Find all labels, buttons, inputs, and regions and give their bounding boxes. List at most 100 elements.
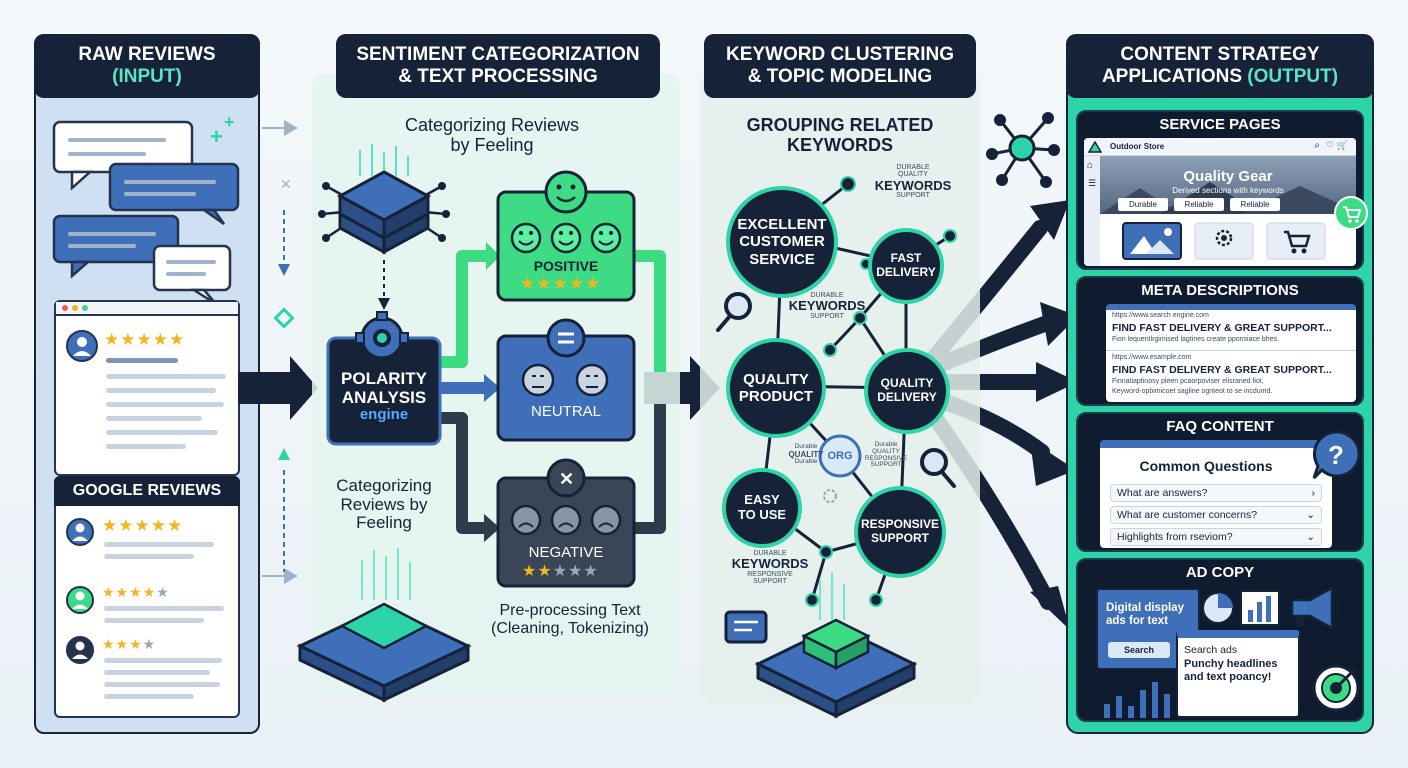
punchy-headline: Punchy headlines and text poancy! xyxy=(1184,658,1278,683)
faq-item-3[interactable]: Highlights from rseviom?⌄ xyxy=(1110,528,1322,546)
happy-faces-icon xyxy=(510,222,622,254)
keyword-cloud-org: Durable QUALITY Durable xyxy=(788,443,824,466)
meta-headline-1[interactable]: FIND FAST DELIVERY & GREAT SUPPORT... xyxy=(1112,322,1332,334)
document-icon xyxy=(724,610,768,644)
search-icon: ⌕ xyxy=(1314,140,1320,151)
ad-display-text: Digital display ads for text xyxy=(1106,602,1184,628)
hero-title: Quality Gear xyxy=(1183,168,1273,185)
svg-text:+: + xyxy=(210,124,223,149)
svg-text:✕: ✕ xyxy=(559,469,574,489)
faq-content-section: FAQ CONTENT Common Questions What are an… xyxy=(1076,412,1364,552)
gear-icon xyxy=(1194,222,1254,260)
meta-desc-2a: Finnatiaptinosy pleen pcaorpoviser elisr… xyxy=(1112,378,1264,385)
negative-stars: ★★★★★ xyxy=(522,563,599,580)
meta-descriptions-label: META DESCRIPTIONS xyxy=(1141,282,1299,299)
home-icon[interactable]: ⌂ xyxy=(1087,160,1094,171)
target-icon xyxy=(1312,664,1360,712)
megaphone-icon xyxy=(1290,586,1340,630)
google-reviews-label: GOOGLE REVIEWS xyxy=(54,476,240,506)
hero-subtitle: Derived sections with keywords xyxy=(1172,186,1284,195)
sentiment-title: SENTIMENT CATEGORIZATION xyxy=(356,44,640,66)
service-pages-section: SERVICE PAGES Outdoor Store ⌕ ♡ 🛒 ⌂ ☰ Qu… xyxy=(1076,110,1368,270)
bar-chart-icon xyxy=(1240,590,1280,626)
tag-durable[interactable]: Durable xyxy=(1118,198,1168,211)
avatar-icon xyxy=(66,330,98,362)
data-platform-icon xyxy=(754,572,918,719)
node-org-label: ORG xyxy=(827,450,853,462)
five-star-rating: ★★★★★ xyxy=(102,516,184,535)
tag-reliable[interactable]: Reliable xyxy=(1174,198,1224,211)
meta-desc-2b: Keyword-opbimicoet sagline ognteot to se… xyxy=(1112,388,1273,395)
keyword-title-line2: & TOPIC MODELING xyxy=(747,66,933,87)
magnifier-icon xyxy=(920,448,956,488)
faq-content-label: FAQ CONTENT xyxy=(1166,418,1274,435)
sentiment-header: SENTIMENT CATEGORIZATION & TEXT PROCESSI… xyxy=(336,34,660,98)
faq-item-1[interactable]: What are answers?› xyxy=(1110,484,1322,502)
meta-desc-1: Fion lequentlrgimised lagtines create pp… xyxy=(1112,336,1279,343)
keyword-cloud-top: DURABLE QUALITY KEYWORDS SUPPORT xyxy=(874,164,952,200)
output-title: CONTENT STRATEGY xyxy=(1120,44,1320,66)
raw-reviews-panel: RAW REVIEWS (INPUT) + + ★★★★★ xyxy=(34,34,260,734)
ad-copy-label: AD COPY xyxy=(1185,564,1255,581)
cart-tile-icon xyxy=(1266,222,1326,260)
list-icon[interactable]: ☰ xyxy=(1088,178,1097,188)
grouping-heading: GROUPING RELATED KEYWORDS xyxy=(746,115,934,155)
arrow-right-icon xyxy=(238,356,318,420)
google-reviews-card: GOOGLE REVIEWS ★★★★★ ★★★★★ ★★★★ xyxy=(54,476,240,718)
ad-search-button[interactable]: Search xyxy=(1108,642,1170,658)
neutral-label: NEUTRAL xyxy=(530,403,601,420)
categorizing-heading: Categorizing Reviews by Feeling xyxy=(404,115,580,155)
service-pages-label: SERVICE PAGES xyxy=(1159,116,1281,133)
cart-icon[interactable]: 🛒 xyxy=(1336,140,1348,150)
svg-text:+: + xyxy=(224,112,235,132)
sentiment-title-line2: & TEXT PROCESSING xyxy=(398,66,598,87)
meta-url-2[interactable]: https://www.esample.com xyxy=(1112,354,1192,361)
positive-label: POSITIVE xyxy=(533,258,599,274)
engine-label: POLARITY ANALYSIS engine xyxy=(341,369,427,424)
keyword-header: KEYWORD CLUSTERING & TOPIC MODELING xyxy=(704,34,976,98)
output-header: CONTENT STRATEGY APPLICATIONS (OUTPUT) xyxy=(1066,34,1374,98)
meta-url-1[interactable]: https://www.search engine.com xyxy=(1112,312,1209,319)
three-star-rating: ★★★★ xyxy=(102,636,157,652)
meta-headline-2[interactable]: FIND FAST DELIVERY & GREAT SUPPORT... xyxy=(1112,364,1332,376)
avatar-icon xyxy=(66,518,94,546)
growth-bars-icon xyxy=(1104,682,1170,718)
avatar-icon xyxy=(66,586,94,614)
faq-item-2[interactable]: What are customer concerns?⌄ xyxy=(1110,506,1322,524)
preprocess-label: Pre-processing Text (Cleaning, Tokenizin… xyxy=(490,602,649,637)
chat-bubbles-icon: + + xyxy=(52,112,240,306)
pie-chart-icon xyxy=(1202,592,1234,624)
categorizing-mid: Categorizing Reviews by Feeling xyxy=(336,476,432,533)
svg-text:✕: ✕ xyxy=(280,176,292,192)
tag-reliable-2[interactable]: Reliable xyxy=(1230,198,1280,211)
raw-reviews-header: RAW REVIEWS (INPUT) xyxy=(34,34,260,98)
cart-badge-icon[interactable] xyxy=(1334,196,1368,230)
keyword-title: KEYWORD CLUSTERING xyxy=(726,44,954,66)
negative-label: NEGATIVE xyxy=(528,544,604,561)
output-panel: CONTENT STRATEGY APPLICATIONS (OUTPUT) S… xyxy=(1066,34,1374,734)
question-bubble-icon: ? xyxy=(1312,430,1361,480)
neutral-faces-icon xyxy=(521,363,609,397)
server-stack-icon xyxy=(318,144,450,255)
keyword-cloud-bottom: DURABLE KEYWORDS RESPONSIVE SUPPORT xyxy=(731,550,809,586)
output-title-line2: APPLICATIONS (OUTPUT) xyxy=(1101,66,1339,87)
svg-text:?: ? xyxy=(1328,440,1344,470)
avatar-icon xyxy=(66,636,94,664)
image-tile-icon xyxy=(1122,222,1182,260)
meta-descriptions-section: META DESCRIPTIONS https://www.search eng… xyxy=(1076,276,1364,406)
keyword-cloud-mid: DURABLE KEYWORDS SUPPORT xyxy=(788,292,866,320)
magnifier-icon xyxy=(716,292,752,332)
heart-icon[interactable]: ♡ xyxy=(1325,140,1334,150)
five-star-rating: ★★★★★ xyxy=(104,330,186,349)
four-star-rating: ★★★★★ xyxy=(102,584,170,600)
keyword-cloud-org-right: Durable QUALITY RESPONSIVE SUPPORT xyxy=(864,441,908,469)
logo-icon xyxy=(1088,141,1102,153)
